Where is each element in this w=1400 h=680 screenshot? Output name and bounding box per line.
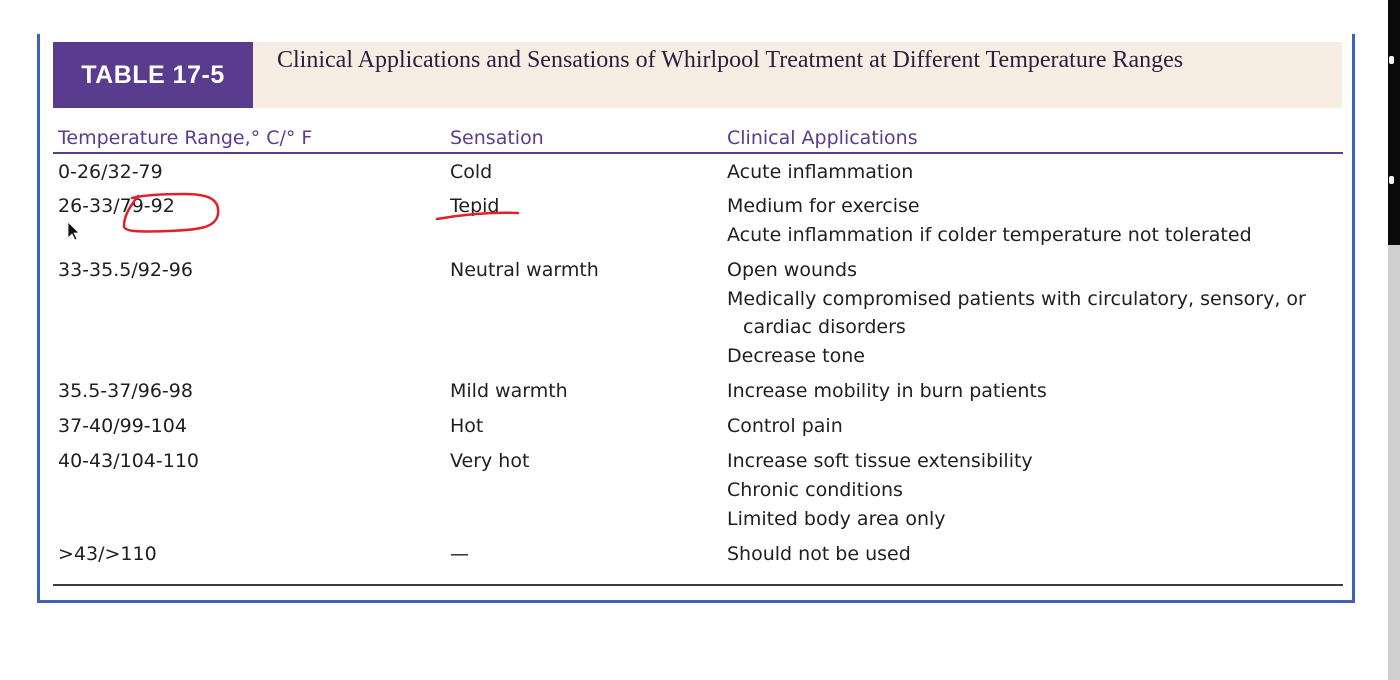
cell-range: 35.5-37/96-98	[58, 380, 193, 402]
column-header-sensation: Sensation	[450, 127, 544, 149]
table-frame	[37, 34, 1355, 603]
column-header-temperature-range: Temperature Range,° C/° F	[58, 127, 313, 149]
cell-application: Increase soft tissue extensibility	[727, 450, 1033, 472]
edge-marker	[1389, 56, 1394, 64]
table-bottom-rule	[53, 584, 1343, 586]
table-header-band	[53, 42, 1342, 108]
cell-application: Open wounds	[727, 259, 857, 281]
right-edge-strip	[1388, 0, 1400, 680]
cell-range: 40-43/104-110	[58, 450, 199, 472]
cell-sensation: Cold	[450, 161, 493, 183]
cell-range: 0-26/32-79	[58, 161, 163, 183]
cell-application: Medium for exercise	[727, 195, 920, 217]
cell-sensation: Tepid	[450, 195, 500, 217]
cell-sensation: Mild warmth	[450, 380, 568, 402]
cell-range: 37-40/99-104	[58, 415, 187, 437]
table-title: Clinical Applications and Sensations of …	[277, 47, 1184, 73]
cell-application: Should not be used	[727, 543, 911, 565]
cell-range: 33-35.5/92-96	[58, 259, 193, 281]
cell-sensation: —	[450, 543, 469, 565]
cell-range: 26-33/79-92	[58, 195, 175, 217]
cell-application: Acute inflammation if colder temperature…	[727, 224, 1252, 246]
cell-application: Acute inflammation	[727, 161, 914, 183]
cell-application: Chronic conditions	[727, 479, 903, 501]
cell-sensation: Very hot	[450, 450, 530, 472]
cell-application: Increase mobility in burn patients	[727, 380, 1047, 402]
cell-application: Decrease tone	[727, 345, 865, 367]
cell-range: >43/>110	[58, 543, 157, 565]
table-number-label: TABLE 17-5	[53, 42, 253, 108]
edge-marker	[1389, 176, 1394, 184]
right-edge-panel	[1388, 245, 1400, 680]
cell-sensation: Hot	[450, 415, 484, 437]
cell-sensation: Neutral warmth	[450, 259, 599, 281]
cell-application: Medically compromised patients with circ…	[727, 288, 1306, 310]
cell-application: Limited body area only	[727, 508, 946, 530]
cell-application: Control pain	[727, 415, 843, 437]
cell-application-continued: cardiac disorders	[743, 316, 906, 338]
column-header-clinical-applications: Clinical Applications	[727, 127, 918, 149]
header-divider	[53, 152, 1343, 154]
